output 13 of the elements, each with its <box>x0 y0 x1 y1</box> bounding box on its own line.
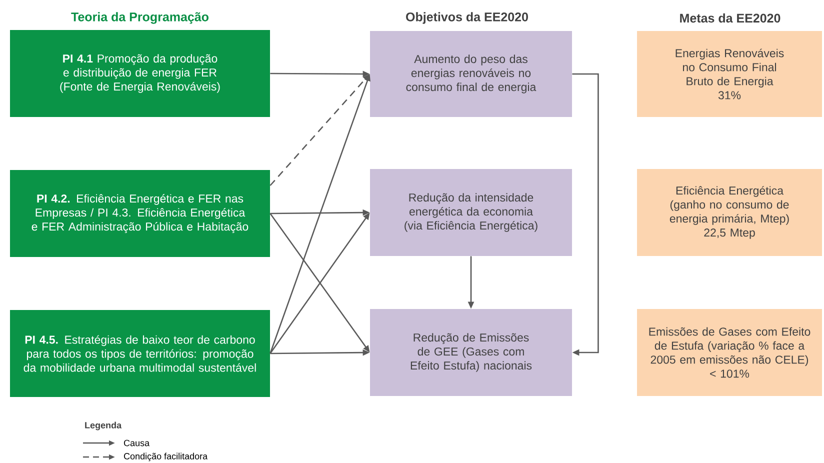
program-box: PI 4.5. Estratégias de baixo teor de carbono para todos os tipos de territórios: promoção da mobilidade urbana multimodal sustentável <box>10 310 270 397</box>
target-box: Energias Renováveis no Consumo Final Bruto de Energia 31% <box>637 31 822 117</box>
objective-box: Aumento do peso das energias renováveis no consumo final de energia <box>370 31 572 117</box>
objective-box: Redução de Emissões de GEE (Gases com Efeito Estufa) nacionais <box>370 309 572 396</box>
target-box: Eficiência Energética (ganho no consumo de energia primária, Mtep) 22,5 Mtep <box>637 169 822 256</box>
target-box: Emissões de Gases com Efeito de Estufa (variação % face a 2005 em emissões não CELE) < 101% <box>637 309 822 396</box>
arrow <box>572 73 599 356</box>
legend-text: Causa <box>124 440 150 446</box>
program-box: PI 4.1 Promoção da produção e distribuição de energia FER (Fonte de Energia Renováveis) <box>10 30 270 117</box>
program-box: PI 4.2. Eficiência Energética e FER nas Empresas / PI 4.3. Eficiência Energética e FER Administração Pública e Habitação <box>10 170 270 257</box>
legend-title: Legenda <box>85 422 122 430</box>
objective-box: Redução da intensidade energética da economia (via Eficiência Energética) <box>370 169 572 256</box>
legend-text: Condição facilitadora <box>124 452 208 462</box>
